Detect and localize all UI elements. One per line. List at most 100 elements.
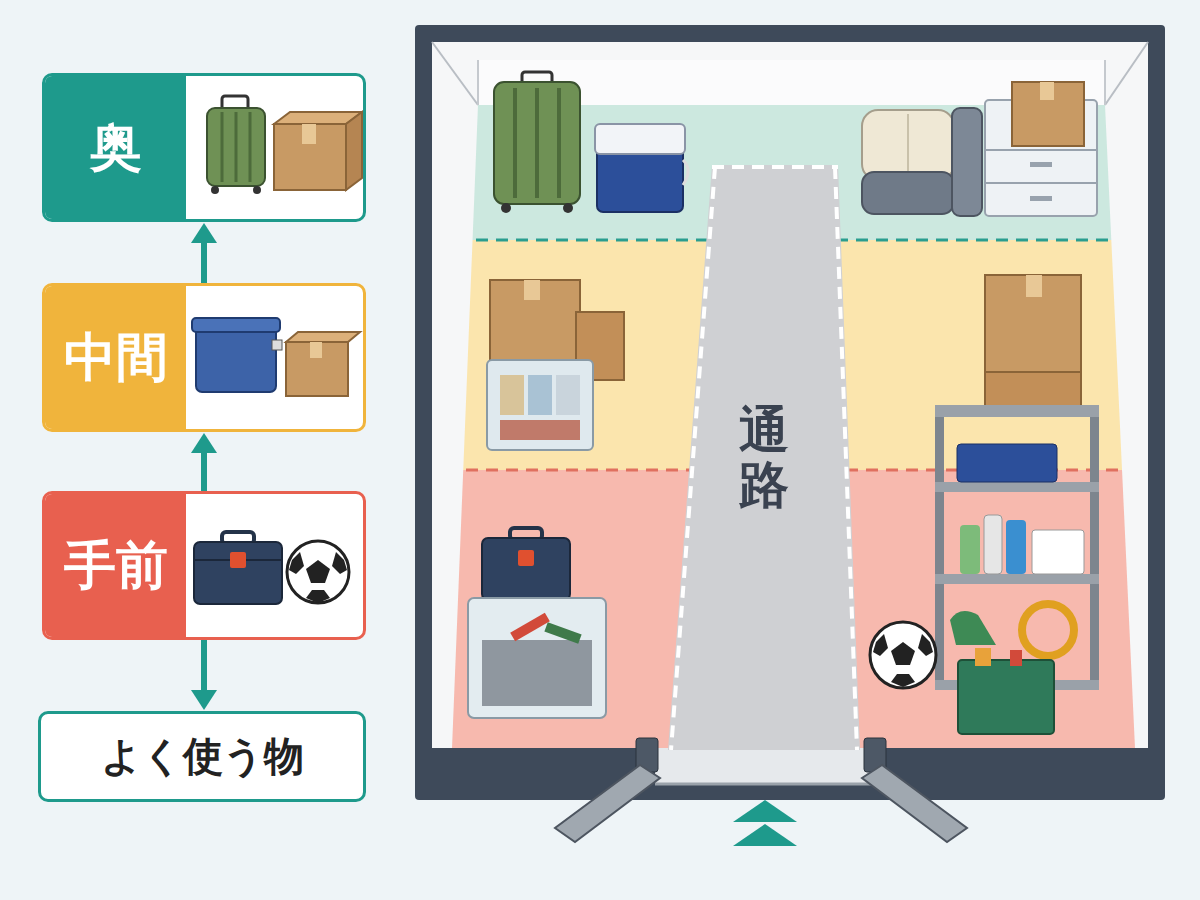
plastic-bin-icon-part (272, 340, 282, 350)
soccer-ball-icon (287, 541, 349, 603)
cardboard-box-icon-part (346, 112, 362, 190)
box-label: よく使う物 (101, 729, 304, 784)
arrow-line (201, 240, 207, 283)
soccer-ball-part (891, 642, 915, 665)
doorway-part (655, 783, 875, 786)
aisle-fill (668, 165, 860, 750)
toolbox-icon (194, 532, 282, 604)
room-frame-part (477, 60, 479, 105)
drawer-unit (985, 82, 1097, 216)
arrow-head (191, 433, 217, 453)
aisle-edge (671, 167, 715, 750)
aisle-label: 通路 (739, 403, 789, 513)
toolbox (482, 528, 570, 600)
metal-shelf-part (984, 515, 1002, 574)
metal-shelf-part (1006, 520, 1026, 574)
toolbox-part (482, 538, 570, 600)
clear-storage-box-part (500, 420, 580, 440)
clear-storage-box (487, 360, 593, 450)
zone-label-panel: 奥 (45, 76, 186, 219)
cardboard-box-part (1026, 275, 1042, 297)
doorway-part (862, 765, 967, 842)
cardboard-box-icon-part (310, 342, 322, 358)
soccer-ball-icon-part (332, 552, 347, 574)
metal-shelf-part (1090, 405, 1099, 690)
clear-tool-bin-part (482, 640, 592, 706)
room-frame-part (1104, 60, 1106, 105)
metal-shelf-part (1010, 650, 1022, 666)
suitcase-icon-part (211, 186, 219, 194)
toolbox-icon-part (194, 542, 282, 604)
aisle-edge (712, 165, 838, 169)
soccer-ball-part (891, 674, 915, 687)
soccer-ball-icon-part (306, 590, 330, 603)
legend-box-ground-part (42, 283, 366, 432)
metal-shelf-part (1032, 530, 1084, 574)
zone-label-panel: 中間 (45, 286, 186, 429)
aisle-edge (835, 167, 857, 750)
entry-arrow-part (733, 824, 797, 846)
suitcase-part (494, 82, 580, 204)
clear-tool-bin-part (510, 613, 550, 642)
aisle: 通路 (668, 165, 860, 750)
zone-label: 手前 (64, 531, 168, 601)
flow-arrow (191, 433, 217, 491)
soccer-ball-part (873, 634, 888, 656)
flow-arrow (191, 640, 217, 710)
entry-arrow (733, 800, 797, 846)
zone-label-panel: 手前 (45, 494, 186, 637)
cardboard-box (985, 275, 1081, 412)
zone-box: 中間 (42, 283, 366, 432)
drawer-unit-part (985, 182, 1097, 184)
soccer-ball-icon-part (306, 560, 330, 583)
metal-shelf-part (958, 660, 1054, 734)
soccer-ball (870, 622, 936, 688)
metal-shelf-part (935, 405, 1099, 417)
suitcase-icon-part (249, 112, 252, 182)
metal-shelf-part (1022, 604, 1074, 656)
futon-part (952, 108, 982, 216)
soccer-ball-part (870, 622, 936, 688)
plastic-bin-icon (192, 318, 282, 392)
doorway (555, 738, 967, 842)
clear-tool-bin-part (468, 598, 606, 718)
metal-shelf (935, 405, 1099, 734)
futon-part (907, 114, 909, 176)
zone-box: 手前 (42, 491, 366, 640)
legend-box-ground (38, 73, 366, 802)
zone-box: 奥 (42, 73, 366, 222)
suitcase-part (535, 88, 539, 198)
cardboard-box-part (490, 280, 580, 362)
clear-storage-box-part (556, 375, 580, 415)
arrow-line (201, 640, 207, 693)
drawer-unit-part (1030, 196, 1052, 201)
metal-shelf-part (975, 648, 991, 666)
suitcase-part (513, 88, 517, 198)
toolbox-icon-part (230, 552, 246, 568)
entry-arrow-part (733, 800, 797, 822)
metal-shelf-part (960, 525, 980, 574)
cardboard-box-icon-part (286, 332, 360, 342)
zone-label: 奥 (90, 113, 142, 183)
drawer-unit-part (1040, 82, 1054, 100)
suitcase-icon-part (221, 112, 224, 182)
toolbox-part (518, 550, 534, 566)
cardboard-box-icon (286, 332, 360, 396)
suitcase (494, 72, 580, 213)
cooler-box (595, 124, 688, 212)
cardboard-box-part (524, 280, 540, 300)
legend-box-ground-part (42, 73, 366, 222)
doorway-part (655, 748, 875, 784)
futon (862, 108, 982, 216)
clear-tool-bin (468, 598, 606, 718)
cooler-box-part (595, 124, 685, 154)
metal-shelf-part (957, 444, 1057, 482)
suitcase-part (563, 203, 573, 213)
metal-shelf-part (935, 574, 1099, 584)
metal-shelf-part (950, 611, 996, 645)
doorway-part (555, 765, 660, 842)
arrow-line (201, 450, 207, 491)
legend-box-ground-part (42, 491, 366, 640)
drawer-unit-part (985, 149, 1097, 151)
